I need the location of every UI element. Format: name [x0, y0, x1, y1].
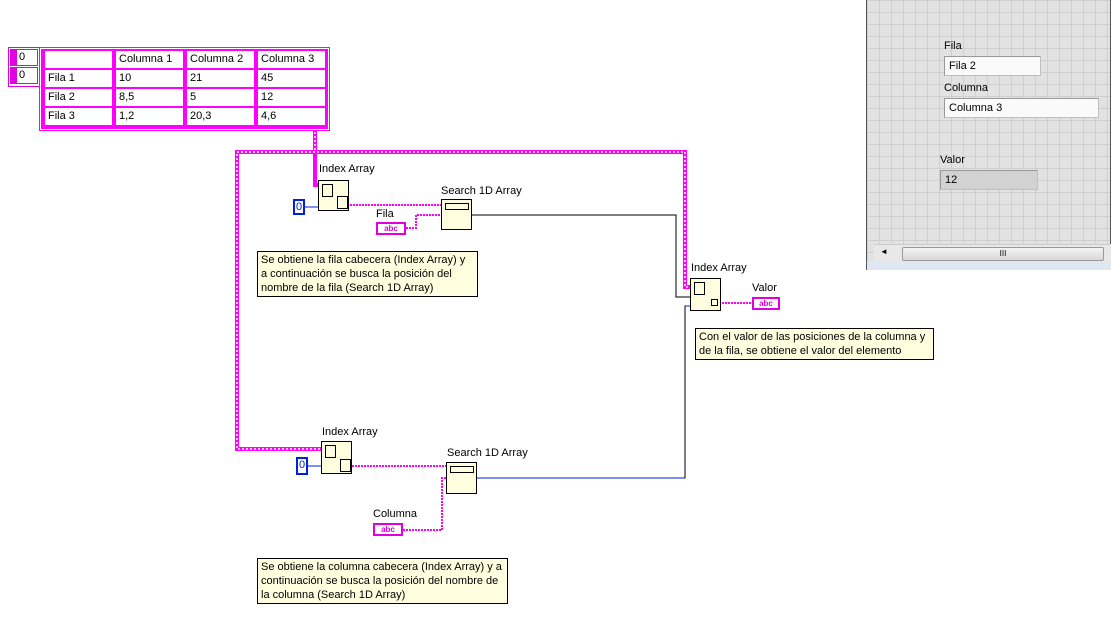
zero-constant-col[interactable]: 0 — [296, 457, 308, 475]
table-cell[interactable]: 5 — [187, 89, 254, 106]
output-terminal-icon — [711, 299, 718, 306]
window-frame — [867, 261, 1111, 270]
index-array-3-node[interactable] — [690, 278, 721, 311]
index-value[interactable]: 0 — [19, 51, 26, 63]
zero-constant-row[interactable]: 0 — [293, 199, 305, 215]
array-icon — [340, 459, 351, 472]
index-array-2-node[interactable] — [321, 441, 352, 474]
table-header-cell[interactable]: Columna 3 — [258, 51, 325, 68]
fp-columna-input[interactable]: Columna 3 — [944, 98, 1099, 118]
fila-string-constant[interactable]: abc — [376, 222, 406, 235]
comment-row: Se obtiene la fila cabecera (Index Array… — [257, 251, 478, 297]
table-row-header[interactable]: Fila 2 — [45, 89, 112, 106]
table-row-header[interactable]: Fila 3 — [45, 108, 112, 125]
index-array-1-node[interactable] — [318, 180, 349, 211]
valor-label: Valor — [752, 282, 777, 294]
table-cell[interactable]: 45 — [258, 70, 325, 87]
fp-fila-label: Fila — [944, 40, 962, 52]
comment-column: Se obtiene la columna cabecera (Index Ar… — [257, 558, 508, 604]
index-row[interactable]: 0 — [10, 49, 38, 66]
table-cell[interactable]: 20,3 — [187, 108, 254, 125]
fp-columna-label: Columna — [944, 82, 989, 94]
search-icon — [445, 203, 469, 210]
search-2-label: Search 1D Array — [447, 447, 528, 459]
index-array-2-label: Index Array — [322, 426, 378, 438]
wire-columna — [403, 477, 446, 531]
index-array-1-label: Index Array — [319, 163, 375, 175]
scroll-thumb[interactable]: III — [902, 247, 1104, 261]
search-1d-array-1-node[interactable] — [441, 199, 472, 230]
table-header-cell[interactable]: Columna 2 — [187, 51, 254, 68]
array-icon — [337, 196, 348, 209]
table-cell[interactable]: 8,5 — [116, 89, 183, 106]
index-array-3-label: Index Array — [691, 262, 747, 274]
index-value[interactable]: 0 — [19, 69, 26, 81]
array-icon — [322, 184, 333, 197]
table-header-cell[interactable] — [45, 51, 112, 68]
horizontal-scrollbar[interactable]: ◄ III — [874, 244, 1111, 262]
table-header-cell[interactable]: Columna 1 — [116, 51, 183, 68]
table-cell[interactable]: 10 — [116, 70, 183, 87]
table-cell[interactable]: 4,6 — [258, 108, 325, 125]
array-index-controls: 0 0 — [8, 47, 40, 87]
search-1-label: Search 1D Array — [441, 185, 522, 197]
fp-valor-indicator: 12 — [940, 170, 1038, 190]
search-icon — [450, 466, 474, 473]
scroll-left-icon[interactable]: ◄ — [880, 247, 888, 256]
table-cell[interactable]: 21 — [187, 70, 254, 87]
valor-indicator[interactable]: abc — [752, 297, 780, 310]
search-1d-array-2-node[interactable] — [446, 462, 477, 494]
index-col[interactable]: 0 — [10, 67, 38, 84]
fp-valor-label: Valor — [940, 154, 965, 166]
table-row-header[interactable]: Fila 1 — [45, 70, 112, 87]
wire-array-to-index1 — [313, 152, 318, 187]
table-cell[interactable]: 1,2 — [116, 108, 183, 125]
columna-constant-label: Columna — [373, 508, 418, 520]
array-icon — [325, 445, 336, 458]
front-panel-window: Fila Fila 2 Columna Columna 3 Valor 12 ◄… — [866, 0, 1111, 270]
spinner-icon[interactable] — [11, 68, 17, 83]
columna-string-constant[interactable]: abc — [373, 523, 403, 536]
array-icon — [694, 282, 705, 295]
comment-element: Con el valor de las posiciones de la col… — [695, 328, 934, 360]
spinner-icon[interactable] — [11, 50, 17, 65]
table-cell[interactable]: 12 — [258, 89, 325, 106]
wire-fila — [406, 214, 441, 229]
fp-fila-input[interactable]: Fila 2 — [944, 56, 1041, 76]
fila-constant-label: Fila — [376, 208, 394, 220]
